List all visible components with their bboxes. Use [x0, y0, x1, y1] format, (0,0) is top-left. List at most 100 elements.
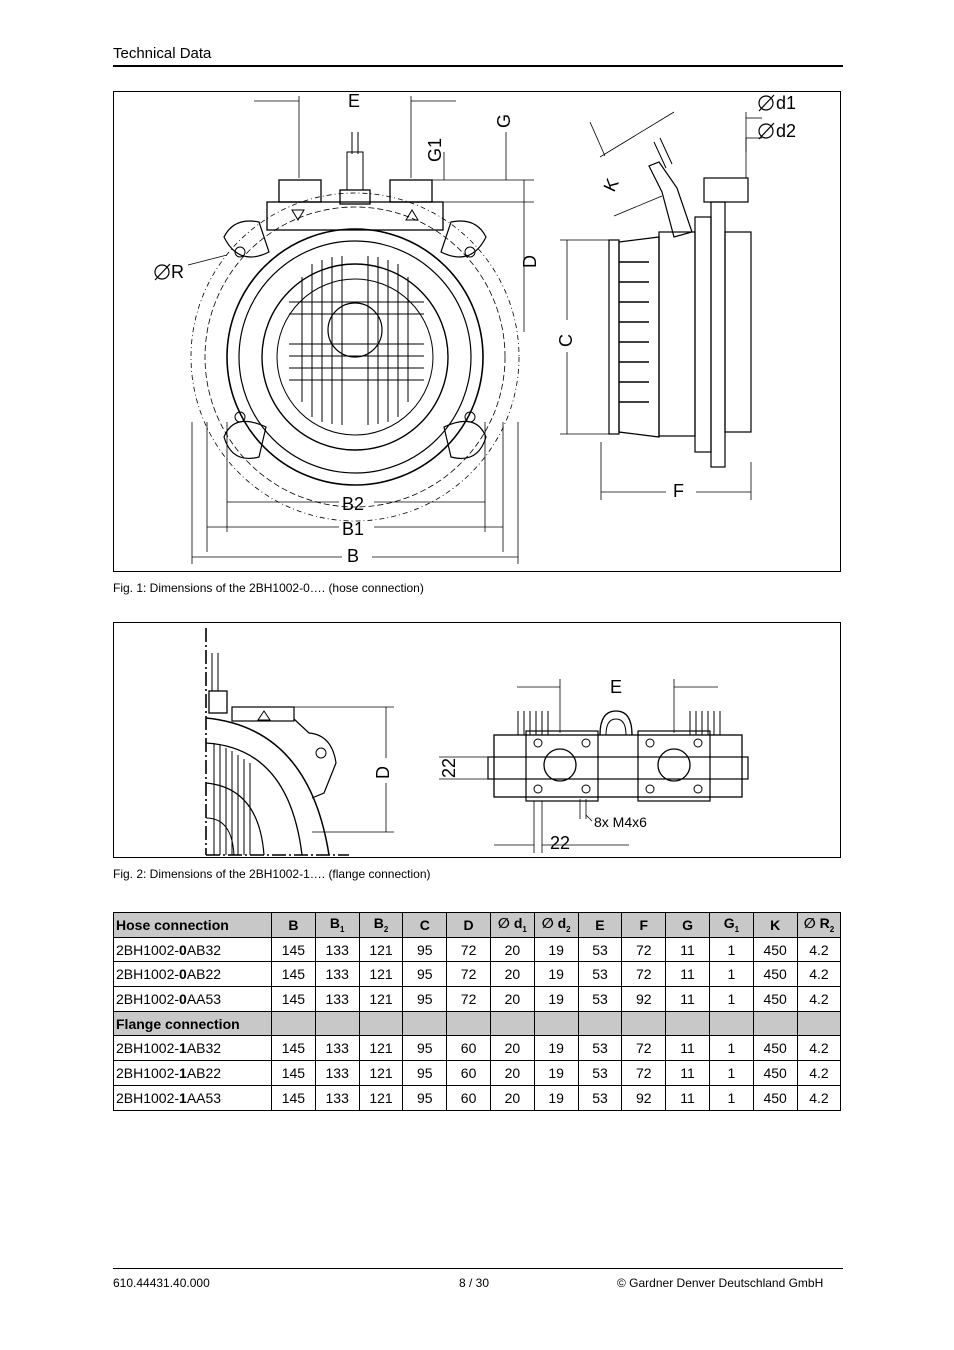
- section-empty-cell: [446, 1010, 491, 1037]
- value-cell: 20: [489, 1060, 535, 1086]
- model-cell: 2BH1002-1AB32: [113, 1035, 272, 1062]
- section-empty-cell: [358, 1010, 404, 1037]
- value-cell: 4.2: [796, 961, 842, 988]
- fig2-label-E: E: [610, 677, 622, 697]
- value-cell: 95: [402, 936, 448, 963]
- fig1-label-B1: B1: [342, 519, 364, 539]
- fig1-label-d1: d1: [776, 93, 796, 113]
- header-hose-connection: Hose connection: [113, 912, 272, 938]
- column-header: ∅ d2: [533, 912, 579, 938]
- value-cell: 20: [489, 936, 535, 963]
- value-cell: 450: [752, 961, 798, 988]
- footer-doc-number: 610.44431.40.000: [113, 1276, 210, 1290]
- value-cell: 95: [402, 986, 448, 1012]
- footer-page-number: 8 / 30: [459, 1276, 490, 1290]
- value-cell: 72: [446, 986, 491, 1012]
- value-cell: 72: [621, 961, 667, 988]
- column-header: D: [446, 912, 491, 938]
- diameter-icon: ∅: [497, 915, 514, 932]
- fig1-label-G1: G1: [425, 138, 445, 162]
- fig1-label-R: R: [171, 262, 184, 282]
- value-cell: 4.2: [796, 1060, 842, 1086]
- value-cell: 450: [752, 1060, 798, 1086]
- value-cell: 133: [314, 936, 360, 963]
- value-cell: 145: [271, 961, 316, 988]
- section-empty-cell: [271, 1010, 316, 1037]
- value-cell: 53: [577, 986, 623, 1012]
- fig2-label-22-horizontal: 22: [550, 833, 570, 853]
- value-cell: 133: [314, 1060, 360, 1086]
- fig2-label-thread: 8x M4x6: [594, 814, 647, 830]
- value-cell: 20: [489, 961, 535, 988]
- section-empty-cell: [314, 1010, 360, 1037]
- fig1-label-C: C: [556, 334, 576, 347]
- value-cell: 95: [402, 1035, 448, 1062]
- value-cell: 4.2: [796, 936, 842, 963]
- value-cell: 1: [708, 936, 754, 963]
- fig1-label-K: K: [599, 175, 622, 194]
- value-cell: 133: [314, 1084, 360, 1111]
- value-cell: 72: [621, 1035, 667, 1062]
- value-cell: 19: [533, 986, 579, 1012]
- value-cell: 60: [446, 1060, 491, 1086]
- value-cell: 20: [489, 986, 535, 1012]
- figure-1-hose-connection: E R d1 d2 B2 B1 B F G G1 D C K: [113, 91, 841, 572]
- footer-copyright: © Gardner Denver Deutschland GmbH: [617, 1276, 824, 1290]
- value-cell: 121: [358, 1060, 404, 1086]
- figure-1-drawing: E R d1 d2 B2 B1 B F G G1 D C K: [154, 92, 796, 566]
- value-cell: 450: [752, 1084, 798, 1111]
- model-cell: 2BH1002-0AB32: [113, 936, 272, 963]
- value-cell: 53: [577, 961, 623, 988]
- value-cell: 1: [708, 1084, 754, 1111]
- value-cell: 19: [533, 961, 579, 988]
- section-empty-cell: [402, 1010, 448, 1037]
- model-cell: 2BH1002-0AB22: [113, 961, 272, 988]
- value-cell: 60: [446, 1035, 491, 1062]
- value-cell: 121: [358, 1035, 404, 1062]
- value-cell: 145: [271, 936, 316, 963]
- fig2-label-22-vertical: 22: [439, 758, 459, 778]
- diameter-icon: ∅: [803, 915, 820, 932]
- model-cell: 2BH1002-1AA53: [113, 1084, 272, 1111]
- value-cell: 72: [446, 936, 491, 963]
- fig1-label-E: E: [348, 92, 360, 111]
- footer-rule: [113, 1268, 843, 1269]
- value-cell: 53: [577, 1035, 623, 1062]
- fig1-label-B2: B2: [342, 494, 364, 514]
- value-cell: 20: [489, 1084, 535, 1111]
- value-cell: 1: [708, 986, 754, 1012]
- figure-1-caption: Fig. 1: Dimensions of the 2BH1002-0…. (h…: [113, 581, 424, 595]
- value-cell: 19: [533, 936, 579, 963]
- column-header: G: [665, 912, 710, 938]
- value-cell: 53: [577, 936, 623, 963]
- value-cell: 121: [358, 986, 404, 1012]
- fig2-label-D: D: [373, 766, 393, 779]
- value-cell: 20: [489, 1035, 535, 1062]
- value-cell: 4.2: [796, 1084, 842, 1111]
- value-cell: 19: [533, 1084, 579, 1111]
- column-header: G1: [708, 912, 754, 938]
- value-cell: 11: [665, 961, 710, 988]
- value-cell: 72: [446, 961, 491, 988]
- value-cell: 133: [314, 1035, 360, 1062]
- fig1-label-G: G: [494, 114, 514, 128]
- value-cell: 11: [665, 936, 710, 963]
- column-header: F: [621, 912, 667, 938]
- column-header: B2: [358, 912, 404, 938]
- section-empty-cell: [577, 1010, 623, 1037]
- value-cell: 450: [752, 1035, 798, 1062]
- column-header: ∅ R2: [796, 912, 842, 938]
- value-cell: 72: [621, 936, 667, 963]
- section-empty-cell: [489, 1010, 535, 1037]
- value-cell: 4.2: [796, 986, 842, 1012]
- section-empty-cell: [796, 1010, 842, 1037]
- value-cell: 1: [708, 961, 754, 988]
- value-cell: 121: [358, 1084, 404, 1111]
